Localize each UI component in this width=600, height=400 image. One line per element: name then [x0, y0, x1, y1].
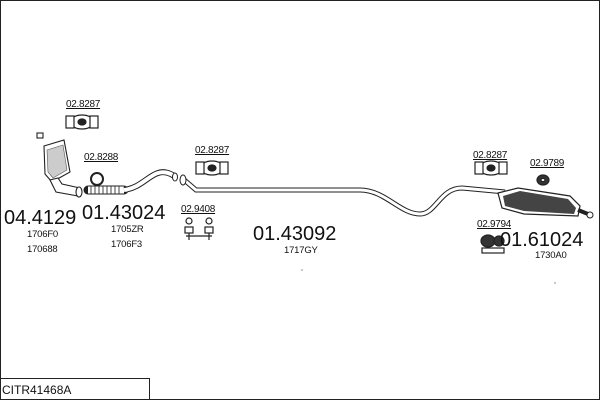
tailpipe: [577, 208, 589, 216]
ref-hanger-front: 02.9408: [181, 204, 216, 215]
part-number-front-pipe: 01.43024: [82, 202, 166, 224]
ref-clamp-mid: 02.8287: [195, 145, 230, 156]
part-number-cat: 04.4129: [4, 207, 77, 229]
hanger-front-icon: [184, 217, 214, 240]
cat-tab: [36, 132, 44, 139]
middle-pipe-flange: [179, 174, 187, 186]
ref-clamp-cat: 02.8287: [66, 99, 101, 110]
oe-ref-middle-pipe-1: 1717GY: [284, 245, 318, 256]
oe-ref-front-pipe-1: 1705ZR: [111, 224, 144, 235]
hanger-rear-icon: [480, 234, 505, 254]
gasket-ring-icon: [90, 172, 104, 186]
flex-bellows: [90, 186, 120, 194]
oe-ref-cat-1: 1706F0: [27, 229, 59, 240]
dot-marker: [301, 269, 303, 271]
cat-flange: [75, 186, 83, 198]
part-number-middle-pipe: 01.43092: [253, 223, 337, 245]
dot-marker: [554, 282, 556, 284]
oe-ref-front-pipe-2: 1706F3: [111, 239, 143, 250]
diagram-code: CITR41468A: [2, 383, 72, 397]
rear-silencer: [497, 187, 594, 219]
clamp-mid-icon: [195, 160, 229, 176]
middle-pipe-fill: [181, 176, 506, 216]
diagram-code-box: CITR41468A: [0, 378, 150, 399]
middle-pipe: [179, 174, 506, 217]
clamp-cat-icon: [65, 114, 99, 130]
tailpipe-end: [586, 211, 594, 219]
middle-pipe-outline: [180, 176, 506, 217]
gasket-ring: [90, 172, 104, 186]
ref-hanger-rear: 02.9794: [477, 219, 512, 230]
ref-clamp-rear: 02.8287: [473, 150, 508, 161]
cat-outlet: [49, 177, 81, 197]
front-pipe-fill: [123, 170, 176, 192]
silencer-shade: [503, 191, 576, 214]
rubber-mount-icon: [536, 174, 550, 186]
oe-ref-rear-silencer-1: 1730A0: [535, 250, 567, 261]
part-number-rear-silencer: 01.61024: [500, 229, 584, 251]
front-pipe-flange: [172, 172, 178, 182]
ref-gasket-ring: 02.8288: [84, 152, 119, 163]
clamp-rear-icon: [474, 160, 508, 176]
front-pipe: [83, 169, 178, 195]
catalytic-converter: [36, 132, 83, 198]
ref-rubber-mount: 02.9789: [530, 158, 565, 169]
oe-ref-cat-2: 170688: [27, 244, 58, 255]
cat-shade: [46, 144, 68, 179]
